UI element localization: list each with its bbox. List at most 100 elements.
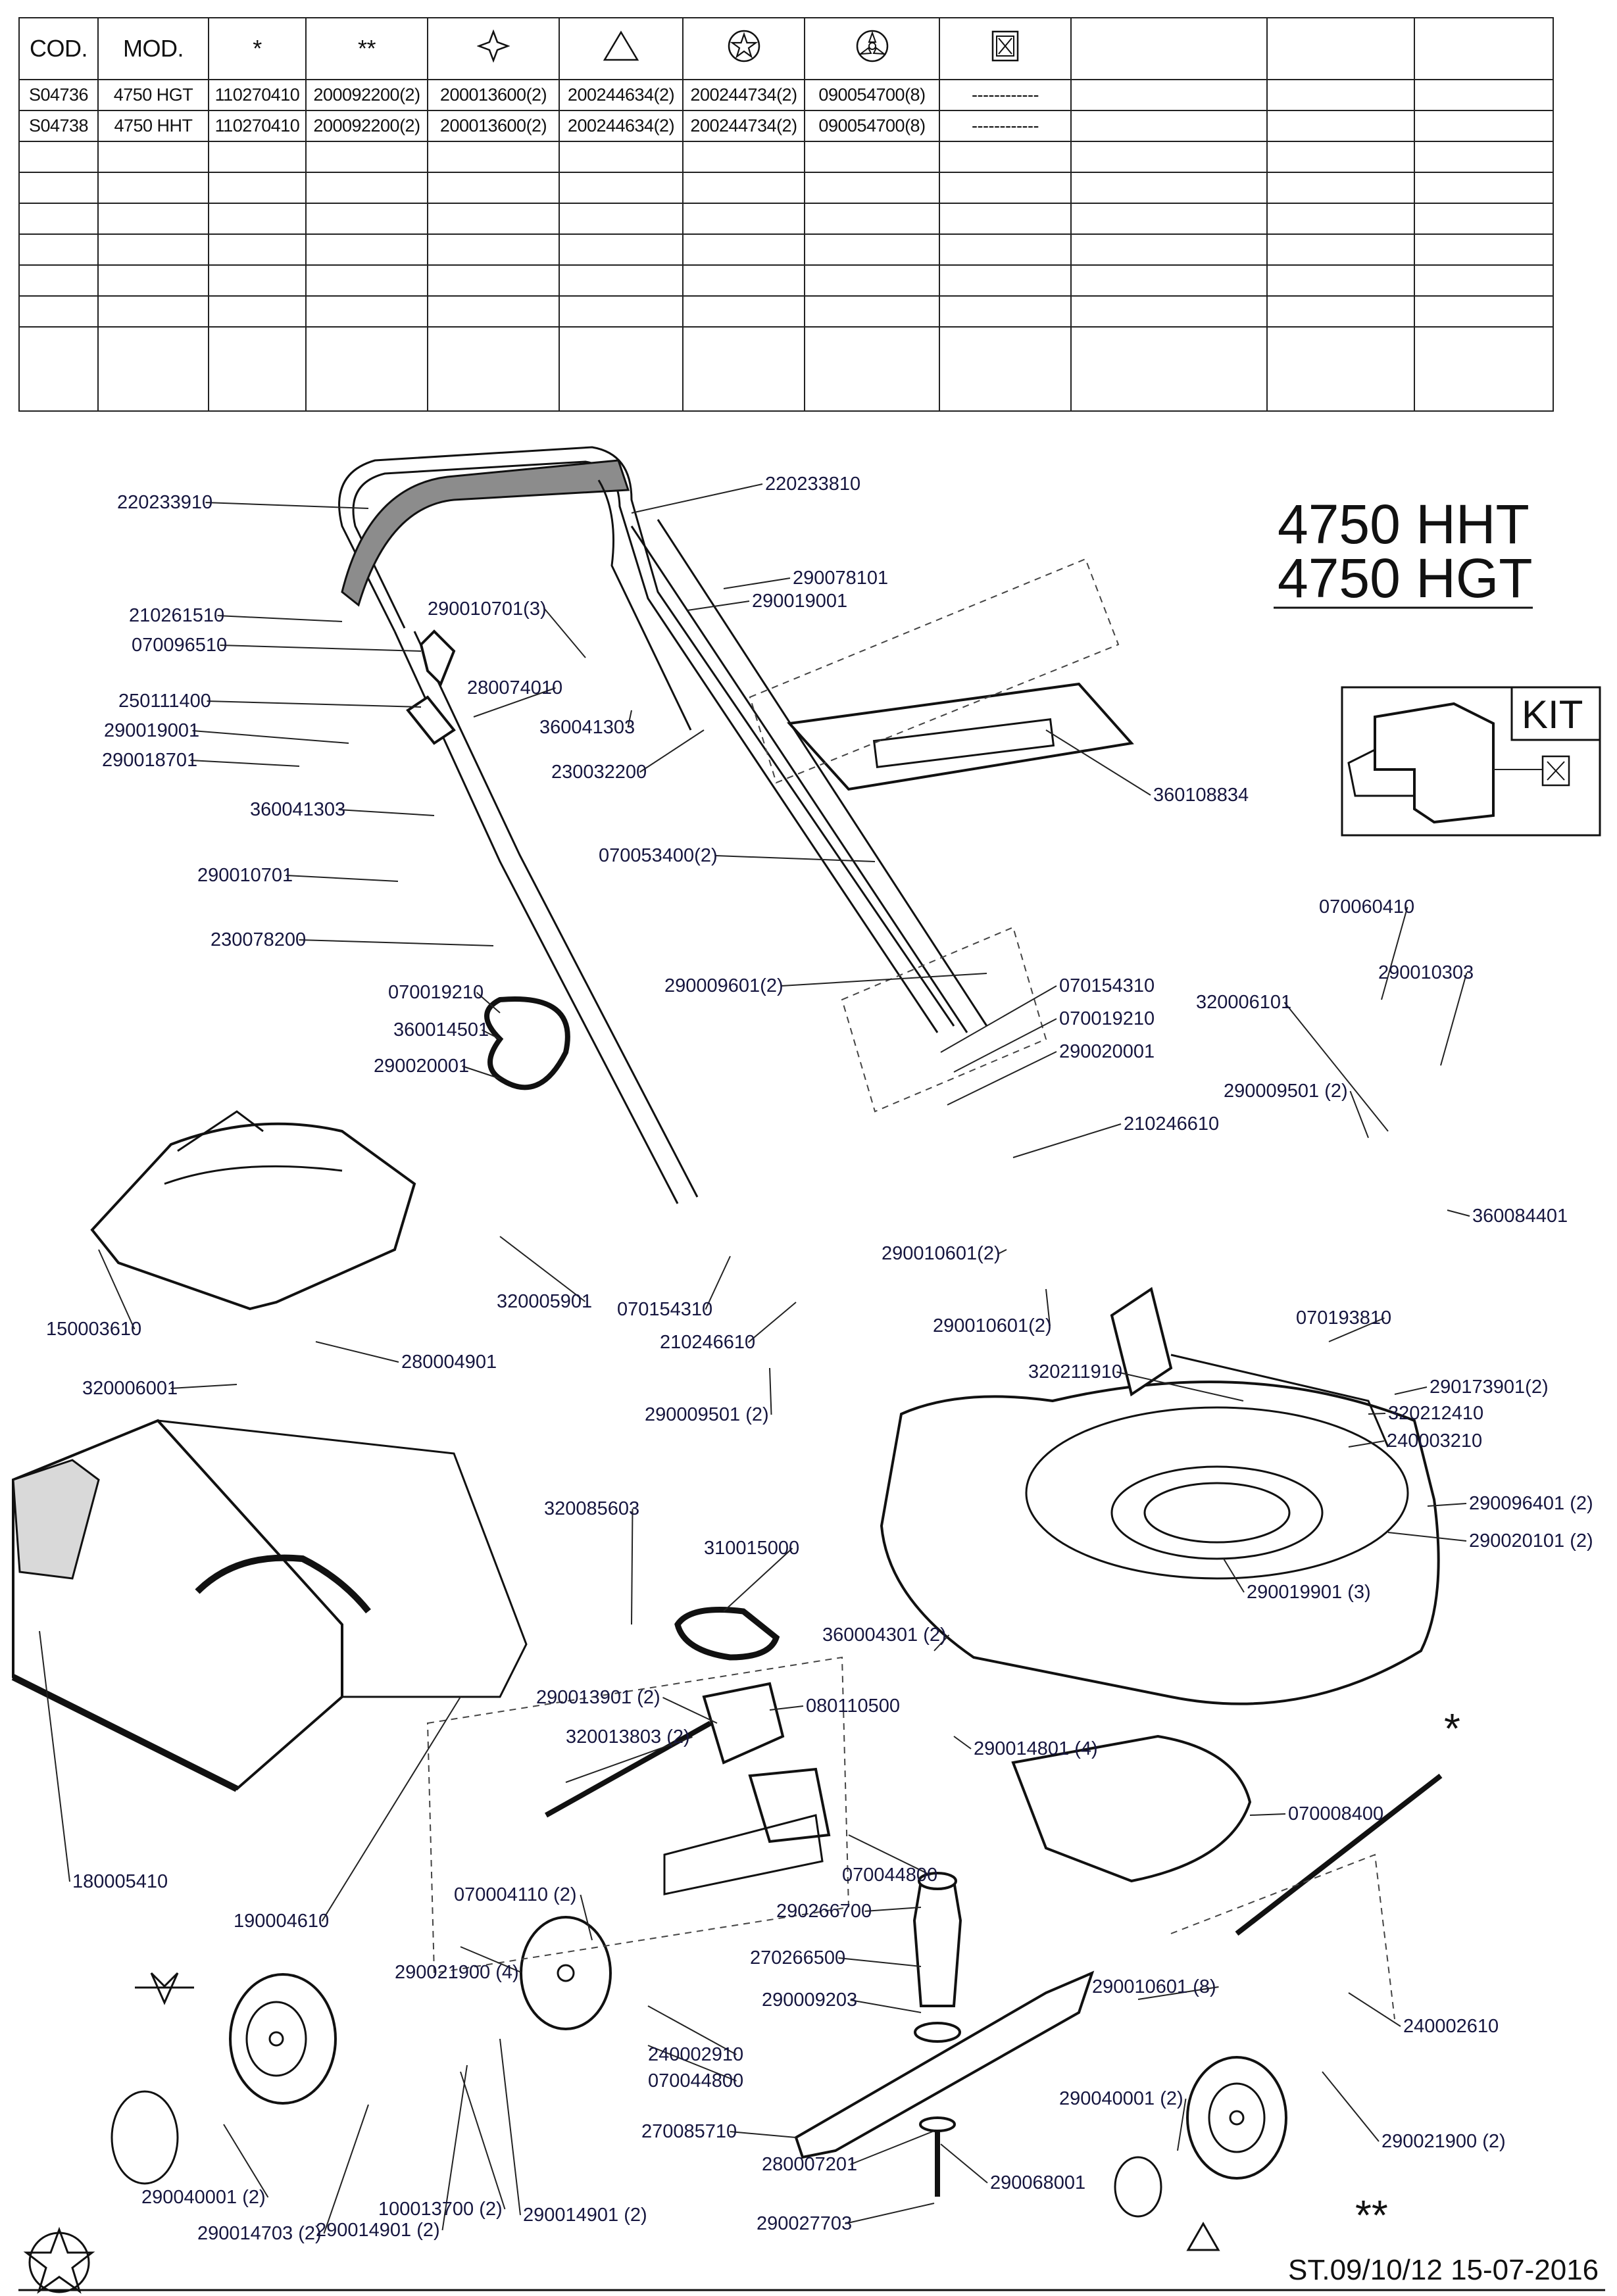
drive-wheel-hole [557,1964,575,1982]
part-number-label: 270085710 [641,2121,737,2142]
leader-line [192,730,349,744]
leader-line [205,502,369,509]
handle-assembly [338,446,988,1204]
front-wheel-tire [1186,2056,1287,2180]
cell-empty [559,172,684,204]
part-number-label: 240002610 [1403,2016,1499,2037]
cell-empty [559,141,684,173]
header-four-point-star [427,17,560,80]
cell-empty [939,203,1072,235]
leader-line [723,1548,793,1612]
cell-empty [804,172,940,204]
cell-empty [1266,295,1415,328]
part-number-label: 070008400 [1288,1803,1383,1824]
cell: 090054700(8) [804,79,940,111]
leader-line [1328,1317,1385,1342]
part-number-label: 360108834 [1153,785,1249,806]
leader-line [441,2064,468,2231]
four-point-star-icon [476,28,510,63]
cell-empty [559,233,684,266]
catcher-handle-tab [177,1110,264,1152]
leader-line [627,710,632,728]
cell-empty [427,326,560,412]
cell-empty [1414,233,1554,266]
cell-empty [97,141,209,173]
part-number-label: 270266500 [750,1947,845,1968]
drive-wheel-disc [520,1916,612,2030]
kit-frame [1341,686,1601,837]
header-kit-box [939,17,1072,80]
leader-line [460,1946,522,1973]
part-number-label: 290027703 [757,2213,852,2234]
bowden-cable-loop [484,996,570,1090]
cell: 200244734(2) [682,79,805,111]
cell-empty [682,295,805,328]
cell-empty [97,233,209,266]
cell-empty [97,264,209,297]
leader-line [662,1697,718,1724]
dashed-frame [426,1656,850,1974]
header-blade-adapter [804,17,940,80]
leader-lines [39,483,1470,2234]
leader-line [338,809,435,816]
leader-line [838,1957,922,1967]
star-circle-icon [23,2226,95,2294]
kit-label: KIT [1522,693,1583,737]
part-number-label: 250111400 [118,691,211,712]
cell-empty [1414,295,1554,328]
header-cod: COD. [18,17,99,80]
part-number-label: 360004301 (2) [822,1624,947,1646]
cell-empty [804,295,940,328]
cell [1414,110,1554,142]
leader-line [1349,1090,1369,1138]
header-star-circle [682,17,805,80]
deck-cutting-chamber [1025,1406,1409,1580]
mulching-plug-part [1374,702,1495,824]
part-number-label: 180005410 [72,1871,168,1892]
part-number-label: 360041303 [539,717,635,738]
leader-line [220,645,422,652]
leader-line [462,1065,501,1079]
leader-line [499,2038,521,2216]
part-number-label: 290078101 [793,568,888,589]
leader-line [1283,1002,1389,1132]
leader-line [705,1256,731,1310]
cell: 200244634(2) [559,79,684,111]
left-handle-bar-2 [413,631,699,1198]
part-number-label: 290010701 [197,865,293,886]
grass-bag [11,1419,528,1792]
cell-empty [682,326,805,412]
rear-wheel-rim [245,2001,307,2077]
handle-grip-foam [341,459,630,607]
leader-line [473,687,556,718]
part-number-label: 290040001 (2) [1059,2088,1183,2109]
cell-empty [682,141,805,173]
upper-handle-outer [338,446,955,1027]
leader-line [1045,729,1151,796]
table-row-empty [18,172,1554,204]
part-number-label: 290014703 (2) [197,2223,322,2244]
cell-empty [1070,233,1268,266]
leader-line [850,1999,922,2013]
leader-line [544,608,586,658]
part-number-label: 070154310 [1059,975,1155,996]
cell-empty [804,326,940,412]
cell-empty [18,233,99,266]
table-row-empty [18,203,1554,235]
cell-empty [1414,141,1554,173]
header-double-star: ** [305,17,428,80]
cell-empty [1070,141,1268,173]
table-row: S04738 4750 HHT 110270410 200092200(2) 2… [18,110,1554,142]
part-number-label: 220233810 [765,474,860,495]
footer-stamp: ST.09/10/12 15-07-2016 [1288,2254,1599,2286]
cell-empty [1414,203,1554,235]
part-number-label: 290068001 [990,2172,1085,2193]
leader-line [1116,1371,1244,1402]
parts-table: COD. MOD. * ** S04736 4750 HGT 110270410… [18,17,1554,412]
cell-empty [97,295,209,328]
axle-arm [663,1814,824,1895]
part-number-label: 070044800 [842,1865,937,1886]
leader-line [207,700,422,708]
cell: 200013600(2) [427,110,560,142]
part-number-label: 290020001 [1059,1041,1155,1062]
